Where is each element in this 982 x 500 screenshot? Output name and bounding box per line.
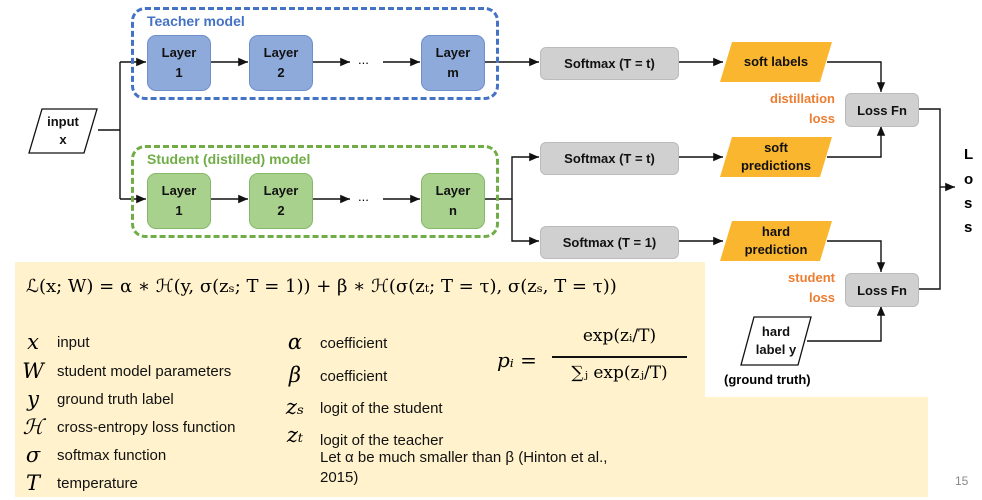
legend-symbol: zₛ	[285, 395, 305, 419]
hard-prediction-text: hard prediction	[744, 224, 808, 257]
softmax-formula-denominator: ∑ⱼ exp(zⱼ/T)	[571, 363, 668, 383]
softmax-student-hard: Softmax (T = 1)	[540, 226, 679, 259]
hard-label-text: hard label y	[755, 324, 797, 357]
distillation-loss-fn: Loss Fn	[845, 93, 919, 127]
distillation-loss-label: distillation loss	[770, 91, 835, 126]
formula-panel-lower	[15, 397, 928, 497]
legend-desc: coefficient	[320, 368, 388, 385]
input-x: input x	[28, 108, 98, 154]
legend-desc: coefficient	[320, 335, 388, 352]
student-layer-2: Layer 2	[249, 173, 313, 229]
legend-symbol: zₜ	[286, 423, 304, 447]
page-number: 15	[955, 474, 969, 488]
legend-desc: cross-entropy loss function	[57, 419, 236, 436]
student-model-label: Student (distilled) model	[147, 151, 311, 167]
legend-desc: student model parameters	[57, 363, 232, 380]
legend-symbol: σ	[25, 443, 41, 467]
loss-letter: o	[964, 171, 974, 188]
softmax-formula-numerator: exp(zᵢ/T)	[582, 326, 657, 346]
softmax-student-soft: Softmax (T = t)	[540, 142, 679, 175]
soft-labels-text: soft labels	[743, 54, 809, 69]
soft-labels: soft labels	[720, 42, 832, 82]
student-loss-fn: Loss Fn	[845, 273, 919, 307]
legend-symbol: β	[288, 363, 302, 387]
student-layer-1: Layer 1	[147, 173, 211, 229]
legend-desc: softmax function	[57, 447, 167, 464]
soft-predictions: soft predictions	[720, 137, 832, 177]
legend-desc: temperature	[57, 475, 138, 492]
hard-label-y: hard label y	[740, 316, 812, 366]
legend-desc: logit of the teacher	[320, 432, 444, 449]
soft-predictions-text: soft predictions	[740, 140, 812, 173]
legend-symbol: y	[27, 387, 39, 411]
legend-symbol: T	[25, 471, 40, 495]
softmax-teacher: Softmax (T = t)	[540, 47, 679, 80]
softmax-formula-lhs: pᵢ =	[497, 348, 537, 372]
legend-symbol: W	[22, 359, 44, 383]
teacher-model-group	[131, 7, 499, 100]
ground-truth-label: (ground truth)	[724, 372, 811, 387]
loss-letter: s	[964, 219, 973, 236]
legend-symbol: ℋ	[22, 415, 44, 439]
teacher-layer-m: Layer m	[421, 35, 485, 91]
legend-desc: logit of the student	[320, 400, 443, 417]
loss-letter: s	[964, 195, 973, 212]
legend-symbol: α	[287, 330, 303, 354]
hard-prediction: hard prediction	[720, 221, 832, 261]
student-model-group	[131, 145, 499, 238]
teacher-layer-1: Layer 1	[147, 35, 211, 91]
loss-letter: L	[964, 146, 974, 163]
legend-symbol: x	[27, 330, 39, 354]
student-ellipsis: ...	[358, 189, 369, 204]
student-loss-label: student loss	[788, 270, 835, 305]
legend-desc: ground truth label	[57, 391, 174, 408]
formula-panel	[15, 262, 705, 398]
teacher-model-label: Teacher model	[147, 13, 245, 29]
input-label: input x	[47, 114, 79, 147]
loss-formula: ℒ(x; W) = α ∗ ℋ(y, σ(zₛ; T = 1)) + β ∗ ℋ…	[26, 276, 617, 297]
fraction-bar	[552, 356, 687, 358]
note-text: Let α be much smaller than β (Hinton et …	[320, 449, 608, 486]
teacher-layer-2: Layer 2	[249, 35, 313, 91]
legend-desc: input	[57, 334, 90, 351]
teacher-ellipsis: ...	[358, 52, 369, 67]
student-layer-n: Layer n	[421, 173, 485, 229]
